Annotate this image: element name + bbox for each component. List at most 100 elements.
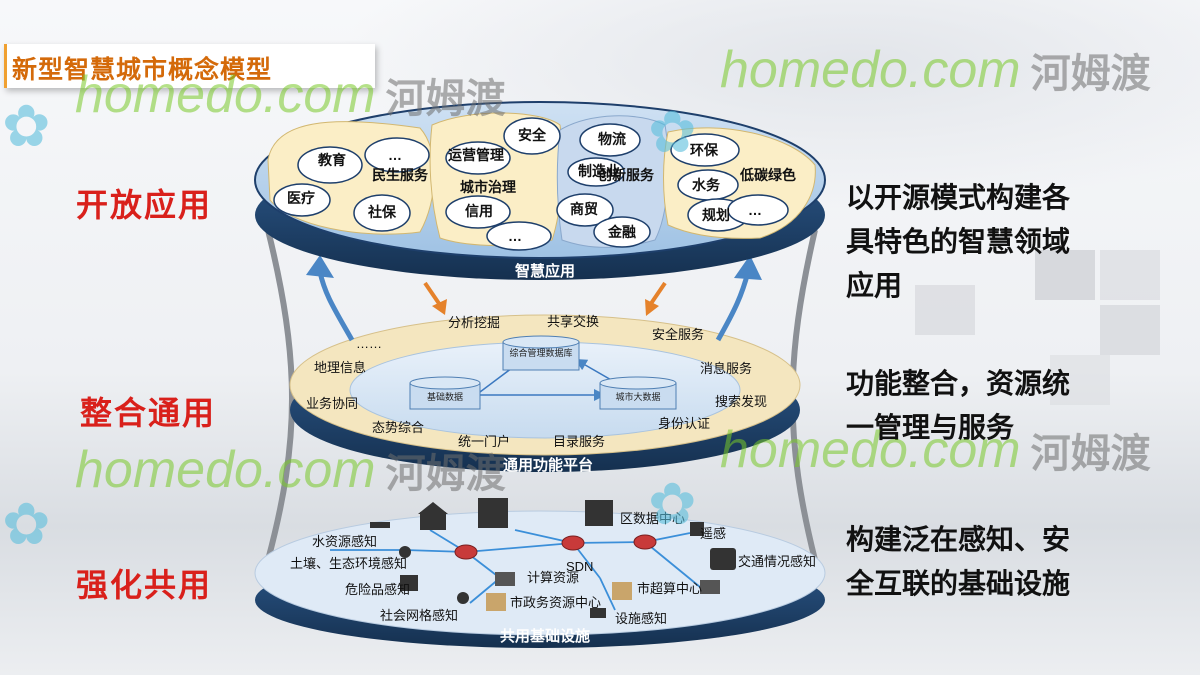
app-oval: [353, 194, 411, 232]
app-label: …: [388, 147, 402, 163]
app-oval: [445, 141, 511, 175]
db-label: 城市大数据: [615, 391, 660, 402]
infra-label: 市政务资源中心: [510, 595, 601, 610]
desc-top-line: 具特色的智慧领域: [846, 226, 1071, 257]
app-cluster-title: 民生服务: [372, 167, 429, 183]
desc-top-line: 应用: [846, 270, 903, 301]
disk-label: 共用基础设施: [500, 627, 590, 645]
app-oval: [297, 146, 363, 184]
flow-arrows: [306, 255, 762, 342]
plant-icon: [399, 546, 411, 558]
infra-label: 土壤、生态环境感知: [290, 556, 407, 571]
app-ovals: [273, 117, 789, 251]
databases: 综合管理数据库 基础数据 城市大数据: [409, 335, 677, 410]
infra-label: 交通情况感知: [738, 554, 816, 569]
service-label: 安全服务: [652, 327, 704, 342]
side-curve-left: [265, 229, 295, 561]
app-label: 商贸: [570, 201, 598, 217]
infra-label: 危险品感知: [345, 582, 410, 597]
app-labels: 教育 … 民生服务 医疗 社保 运营管理 安全 城市治理 信用 … 物流 制造业…: [287, 127, 796, 244]
app-oval: [579, 123, 641, 157]
disk-smart-apps: 智慧应用: [254, 101, 826, 280]
service-label: 共享交换: [547, 314, 599, 329]
infra-label: 市超算中心: [637, 581, 702, 596]
infra-label: 遥感: [700, 526, 726, 541]
box-icon: [612, 582, 632, 600]
decor-square: [915, 285, 975, 335]
service-label: ……: [356, 336, 382, 351]
router-icons: [454, 534, 657, 560]
hazard-icon: [400, 575, 418, 591]
disk-platform: 通用功能平台 分析挖掘 共享交换 安全服务 消息服务 搜索发现 身份认证 目录服…: [289, 314, 801, 474]
decor-square: [1035, 250, 1095, 300]
infra-icons: [370, 498, 736, 618]
app-label: 信用: [465, 203, 493, 219]
desc-middle-line: 功能整合，资源统: [846, 368, 1071, 399]
router-icon: [633, 534, 657, 550]
service-label: 分析挖掘: [448, 315, 500, 330]
app-label: 环保: [690, 142, 719, 158]
page-title: 新型智慧城市概念模型: [12, 56, 273, 84]
app-label: 制造业: [578, 163, 620, 179]
app-oval: [727, 194, 789, 226]
app-label: 教育: [318, 152, 346, 168]
pipe-icon: [370, 522, 390, 528]
service-label: 搜索发现: [715, 394, 767, 409]
app-oval: [556, 193, 614, 227]
desc-bottom-line: 全互联的基础设施: [846, 568, 1071, 599]
server-icon: [495, 572, 515, 586]
layer-label-open-apps: 开放应用: [76, 187, 213, 223]
house-roof-icon: [418, 502, 448, 514]
layer-label-shared-infra: 强化共用: [76, 567, 213, 603]
datacenter-building-icon: [585, 500, 613, 526]
app-cluster-title: 城市治理: [460, 179, 516, 195]
infra-label: 区数据中心: [620, 511, 685, 526]
desc-top-line: 以开源模式构建各: [846, 182, 1071, 213]
desc-middle: 功能整合，资源统 一管理与服务: [846, 362, 1096, 450]
service-label: 目录服务: [553, 434, 605, 449]
platform-services: 分析挖掘 共享交换 安全服务 消息服务 搜索发现 身份认证 目录服务 统一门户 …: [306, 314, 767, 449]
satellite-icon: [690, 522, 704, 536]
app-label: …: [508, 228, 522, 244]
app-oval: [364, 137, 430, 173]
router-icon: [454, 544, 478, 560]
app-oval: [273, 183, 331, 217]
arrow-down-left: [423, 281, 442, 307]
service-label: 消息服务: [700, 361, 752, 376]
service-label: 业务协同: [306, 396, 358, 411]
infra-labels: 区数据中心 遥感 交通情况感知 水资源感知 土壤、生态环境感知 危险品感知 社会…: [290, 511, 816, 626]
arrow-up-right-head: [734, 255, 762, 280]
disk-infrastructure: 共用基础设施: [254, 498, 826, 648]
app-oval: [486, 221, 552, 251]
layer-label-integration: 整合通用: [80, 395, 217, 431]
desc-top: 以开源模式构建各 具特色的智慧领域 应用: [846, 176, 1096, 308]
app-label: 物流: [598, 131, 626, 147]
decor-square: [1100, 250, 1160, 300]
facility-icon: [590, 608, 606, 618]
app-label: 运营管理: [448, 147, 504, 163]
arrow-down-right: [648, 281, 667, 307]
bus-icon: [710, 548, 736, 570]
arrow-up-left: [317, 271, 355, 342]
app-cluster-title: 创新服务: [597, 167, 655, 183]
service-label: 身份认证: [658, 416, 710, 431]
decor-square: [1050, 355, 1110, 405]
db-label: 综合管理数据库: [509, 347, 572, 358]
people-icon: [457, 592, 469, 604]
arrow-up-right: [715, 271, 751, 342]
office-building-icon: [478, 498, 508, 528]
desc-bottom-line: 构建泛在感知、安: [846, 524, 1071, 555]
infra-label: 水资源感知: [312, 534, 377, 549]
app-oval: [445, 195, 511, 229]
house-icon: [420, 512, 446, 530]
arrow-down-right-head: [645, 299, 659, 316]
app-label: 金融: [607, 224, 636, 240]
disk-label: 通用功能平台: [503, 456, 593, 474]
database-top: [409, 376, 481, 390]
service-label: 态势综合: [372, 420, 424, 435]
app-label: 安全: [518, 127, 547, 143]
disk-face: [254, 510, 826, 636]
infra-label: SDN: [566, 559, 593, 574]
arrow-down-left-head: [432, 299, 447, 315]
service-label: 统一门户: [458, 434, 510, 449]
